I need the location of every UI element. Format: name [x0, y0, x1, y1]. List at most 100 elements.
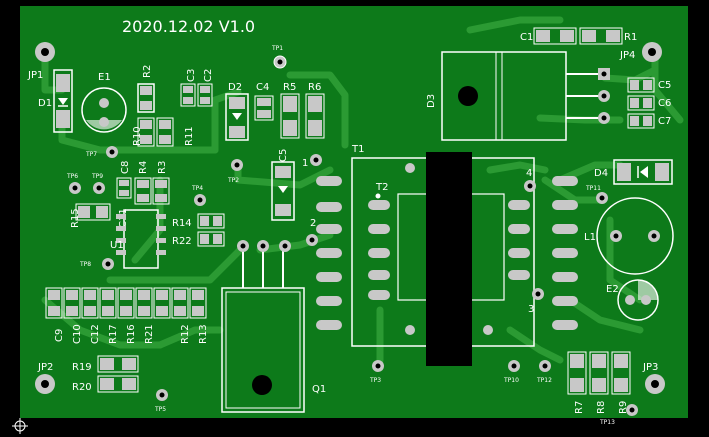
label-r15: R15 [70, 208, 81, 228]
capacitor-c4 [254, 95, 274, 121]
label-r11: R11 [184, 126, 195, 146]
label-r6: R6 [308, 82, 321, 93]
label-r16: R16 [126, 324, 137, 344]
pin-label-2: 2 [310, 218, 316, 229]
label-tp12: TP12 [536, 377, 552, 384]
resistor-r15 [75, 203, 111, 221]
label-t2: T2 [375, 182, 388, 193]
label-jp3: JP3 [642, 362, 658, 373]
label-tp8: TP8 [79, 261, 91, 268]
label-c6: C6 [658, 98, 671, 109]
resistor-r20 [97, 375, 139, 393]
label-r2: R2 [142, 65, 153, 78]
resistor-r11 [156, 117, 174, 147]
label-c4: C4 [256, 82, 269, 93]
label-r19: R19 [72, 362, 92, 373]
resistor-r9 [611, 351, 631, 395]
passive-row-bottom-left [45, 287, 207, 319]
label-tp4: TP4 [191, 185, 203, 192]
capacitor-e2 [617, 279, 659, 321]
label-tp13: TP13 [599, 419, 615, 426]
mounting-hole-jp3 [645, 374, 665, 394]
label-d3: D3 [426, 94, 437, 108]
resistor-r1 [579, 27, 623, 45]
label-d1: D1 [38, 98, 52, 109]
label-r1: R1 [624, 32, 637, 43]
capacitor-c5 [627, 77, 655, 93]
label-tp9: TP9 [91, 173, 103, 180]
mounting-hole-jp1 [35, 42, 55, 62]
label-r13: R13 [198, 324, 209, 344]
label-r21: R21 [144, 324, 155, 344]
label-l1: L1 [584, 232, 596, 243]
label-r4: R4 [138, 161, 149, 174]
mounting-hole-jp2 [35, 374, 55, 394]
label-r22: R22 [172, 236, 192, 247]
label-c5: C5 [658, 80, 671, 91]
label-jp1: JP1 [27, 70, 43, 81]
diode-d4 [613, 159, 673, 185]
label-jp4: JP4 [619, 50, 635, 61]
label-r12: R12 [180, 324, 191, 344]
label-r20: R20 [72, 382, 92, 393]
label-tp10: TP10 [503, 377, 519, 384]
label-e2: E2 [606, 284, 619, 295]
capacitor-c7 [627, 113, 655, 129]
label-tp3: TP3 [369, 377, 381, 384]
label-r10: R10 [132, 126, 143, 146]
label-c7: C7 [658, 116, 671, 127]
transistor-q1 [221, 240, 305, 413]
label-c8: C8 [120, 161, 131, 174]
label-tp2: TP2 [227, 177, 239, 184]
capacitor-c3 [180, 83, 196, 107]
resistor-r19 [97, 355, 139, 373]
mounting-hole-jp4 [642, 42, 662, 62]
capacitor-c6 [627, 95, 655, 111]
label-e1: E1 [98, 72, 111, 83]
label-c2: C2 [203, 69, 214, 82]
capacitor-c8 [116, 177, 132, 199]
resistor-r7 [567, 351, 587, 395]
transformer-t1 [306, 152, 578, 366]
label-u1: U1 [110, 240, 124, 251]
label-jp2: JP2 [37, 362, 53, 373]
label-c12: C12 [90, 324, 101, 344]
resistor-r2 [137, 83, 155, 113]
regulator-d3 [441, 51, 610, 141]
ic-u1 [116, 209, 166, 269]
resistor-r4 [134, 177, 152, 205]
label-c5-vertical: C5 [278, 149, 289, 162]
label-r3: R3 [157, 161, 168, 174]
label-r17: R17 [108, 324, 119, 344]
label-r9: R9 [618, 401, 629, 414]
resistor-r10 [137, 117, 155, 147]
label-c9: C9 [54, 329, 65, 342]
label-t1: T1 [351, 144, 364, 155]
label-d4: D4 [594, 168, 608, 179]
label-c1: C1 [520, 32, 533, 43]
diode-d2 [225, 93, 249, 141]
resistor-r3 [152, 177, 170, 205]
pin-label-4: 4 [526, 168, 532, 179]
pin-label-1: 1 [302, 158, 308, 169]
origin-crosshair-icon [12, 418, 28, 434]
label-r14: R14 [172, 218, 192, 229]
label-r5: R5 [283, 82, 296, 93]
resistor-r14 [197, 213, 225, 229]
inductor-l1 [596, 197, 674, 275]
capacitor-c2 [197, 83, 213, 107]
label-tp7: TP7 [85, 151, 97, 158]
capacitor-e1 [81, 87, 127, 133]
label-tp11: TP11 [585, 185, 601, 192]
label-tp5: TP5 [154, 406, 166, 413]
label-r7: R7 [574, 401, 585, 414]
resistor-r5 [280, 93, 300, 139]
label-q1: Q1 [312, 384, 326, 395]
label-d2: D2 [228, 82, 242, 93]
pin-label-3: 3 [528, 304, 534, 315]
label-c3: C3 [186, 69, 197, 82]
label-c10: C10 [72, 324, 83, 344]
diode-d1 [53, 69, 73, 133]
label-tp6: TP6 [66, 173, 78, 180]
